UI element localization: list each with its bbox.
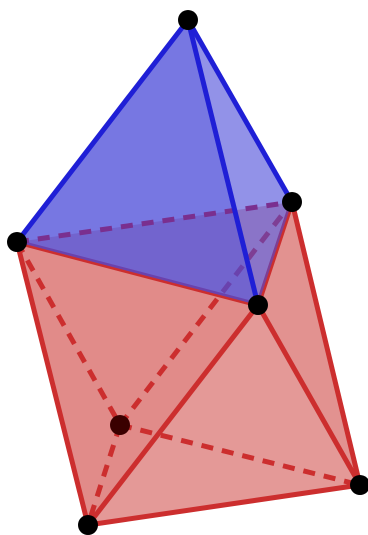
vertex [110, 415, 130, 435]
hidden-edge [85, 424, 123, 526]
lower-solid [14, 200, 363, 528]
vertex [178, 10, 198, 30]
visible-edge [289, 201, 363, 486]
visible-edge [185, 18, 295, 204]
hidden-edge [16, 199, 293, 245]
vertex [7, 232, 27, 252]
hidden-edge [14, 240, 123, 427]
upper-face [17, 20, 258, 305]
vertices [7, 10, 368, 535]
upper-face-right [188, 20, 292, 305]
visible-edge [87, 482, 361, 528]
vertex [78, 515, 98, 535]
upper-solid [15, 18, 295, 306]
vertex [282, 192, 302, 212]
visible-edge [185, 19, 261, 306]
lower-front-face-left [17, 242, 258, 525]
vertex [350, 475, 368, 495]
visible-edge [14, 241, 91, 526]
vertex [248, 295, 268, 315]
visible-edge [255, 303, 363, 487]
lower-front-face-right [258, 202, 360, 485]
visible-edge [86, 303, 260, 527]
visible-edge [15, 18, 190, 244]
